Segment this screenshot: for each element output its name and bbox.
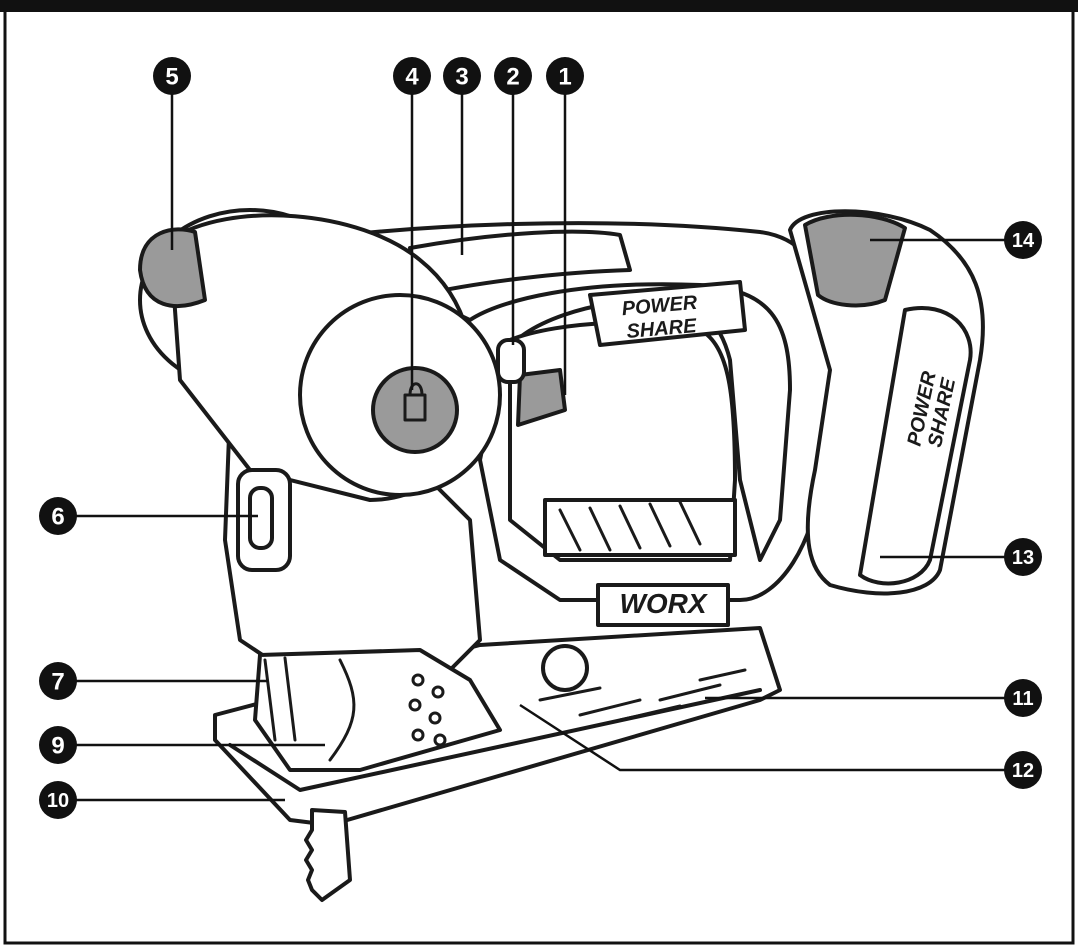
- guard-vent-holes: [408, 673, 447, 747]
- svg-text:13: 13: [1012, 547, 1034, 569]
- callout-10: 10: [39, 781, 77, 819]
- callout-11: 11: [1004, 679, 1042, 717]
- handle-logo-plate: [588, 280, 747, 347]
- svg-text:12: 12: [1012, 760, 1034, 782]
- svg-text:7: 7: [51, 669, 64, 696]
- callout-13: 13: [1004, 538, 1042, 576]
- battery-top-highlight: [803, 212, 907, 308]
- charge-badge: [541, 644, 589, 692]
- base-brand-plate: [596, 583, 730, 627]
- frame-border: [3, 3, 1075, 945]
- saw-blade: [304, 808, 352, 902]
- callout-5: 5: [153, 57, 191, 95]
- svg-text:5: 5: [165, 64, 178, 91]
- base-slots: [538, 668, 747, 722]
- svg-text:1: 1: [558, 64, 571, 91]
- svg-text:9: 9: [51, 733, 64, 760]
- lock-knob: [371, 366, 459, 454]
- lock-knob-symbol: [403, 382, 427, 422]
- callout-6: 6: [39, 497, 77, 535]
- svg-text:10: 10: [47, 790, 69, 812]
- trigger: [516, 368, 567, 427]
- tool-illustration: [138, 208, 985, 902]
- svg-text:6: 6: [51, 504, 64, 531]
- callout-14: 14: [1004, 221, 1042, 259]
- svg-text:11: 11: [1012, 688, 1033, 710]
- svg-text:2: 2: [506, 64, 519, 91]
- lock-off-button: [496, 338, 526, 384]
- base-plate-front-edge: [228, 688, 762, 792]
- svg-text:3: 3: [455, 64, 468, 91]
- base-brand-text: WORX: [619, 588, 708, 619]
- callout-3: 3: [443, 57, 481, 95]
- callout-12: 12: [1004, 751, 1042, 789]
- attachment-collar: [138, 227, 207, 308]
- orbital-switch-knob: [248, 486, 274, 550]
- top-grip: [408, 229, 632, 297]
- base-vent-lines: [558, 500, 702, 552]
- callout-2: 2: [494, 57, 532, 95]
- callout-badges: 1 2 3 4 5 6 7 9: [39, 57, 1042, 819]
- callout-4: 4: [393, 57, 431, 95]
- svg-text:14: 14: [1012, 230, 1035, 252]
- leader-lines: [75, 88, 1010, 802]
- leader-12: [519, 703, 1010, 772]
- blade-guard: [263, 656, 356, 762]
- battery-side-panel: [858, 306, 973, 586]
- callout-1: 1: [546, 57, 584, 95]
- callout-7: 7: [39, 662, 77, 700]
- svg-text:4: 4: [405, 64, 419, 91]
- callout-9: 9: [39, 726, 77, 764]
